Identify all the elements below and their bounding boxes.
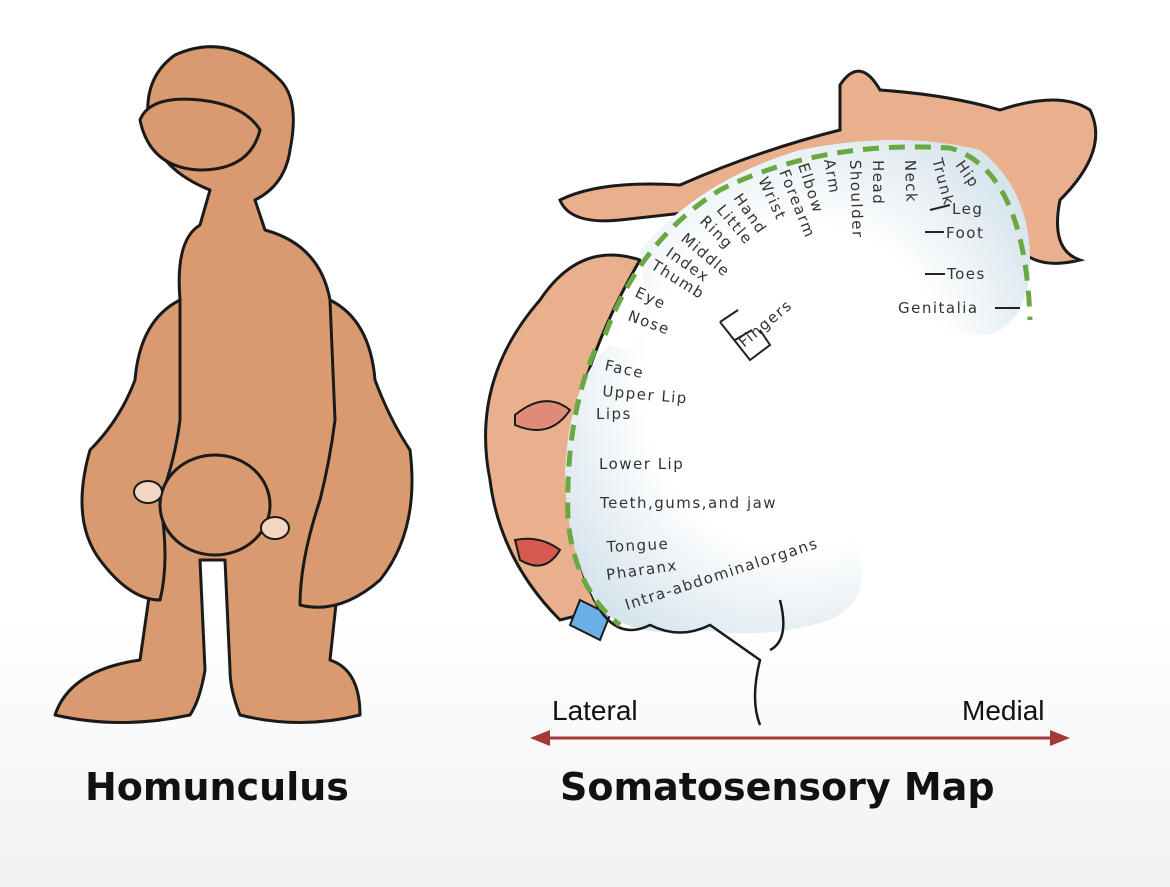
fingers-bracket xyxy=(719,309,772,362)
label-genitalia: Genitalia xyxy=(898,299,979,317)
label-shoulder: Shoulder xyxy=(846,160,867,239)
somatosensory-map-title: Somatosensory Map xyxy=(560,765,995,809)
label-lower-lip: Lower Lip xyxy=(599,455,684,473)
label-teeth-gums-jaw: Teeth,gums,and jaw xyxy=(599,494,777,512)
arrow-left-icon xyxy=(530,730,550,746)
medial-label: Medial xyxy=(962,695,1044,726)
homunculus-title: Homunculus xyxy=(85,765,349,809)
label-tongue: Tongue xyxy=(605,535,669,556)
lateral-medial-axis: Lateral Medial xyxy=(530,695,1070,746)
label-foot: Foot xyxy=(946,224,984,242)
label-leg: Leg xyxy=(952,200,983,218)
label-lips: Lips xyxy=(596,405,632,423)
label-ticks xyxy=(925,204,1020,309)
somatosensory-map xyxy=(484,69,1098,726)
label-head: Head xyxy=(869,160,887,205)
lateral-label: Lateral xyxy=(552,695,638,726)
homunculus-figure xyxy=(53,45,414,724)
label-neck: Neck xyxy=(901,160,921,204)
label-toes: Toes xyxy=(946,265,986,283)
label-arm: Arm xyxy=(820,158,844,196)
arrow-right-icon xyxy=(1050,730,1070,746)
